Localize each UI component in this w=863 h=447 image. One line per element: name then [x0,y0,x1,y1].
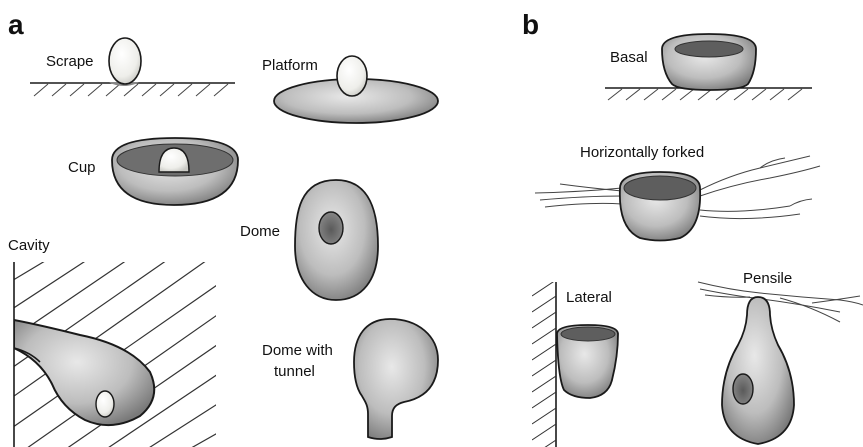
label-basal: Basal [610,49,648,66]
dome-nest [295,180,378,300]
cup-nest [112,138,238,205]
label-horizontally-forked: Horizontally forked [580,144,704,161]
label-cup: Cup [68,159,96,176]
label-dome-with-tunnel-line1: Dome with [262,342,333,359]
label-dome-with-tunnel-line2: tunnel [274,363,315,380]
basal-nest [605,34,812,100]
label-lateral: Lateral [566,289,612,306]
label-scrape: Scrape [46,53,94,70]
label-pensile: Pensile [743,270,792,287]
label-cavity: Cavity [8,237,50,254]
label-dome: Dome [240,223,280,240]
panel-b-letter: b [522,9,539,40]
cavity-nest [0,258,230,447]
panel-a-letter: a [8,9,24,40]
entrance-hole [319,212,343,244]
dome-with-tunnel-nest [354,319,438,439]
pensile-nest [698,282,863,444]
egg-icon [337,56,367,96]
entrance-hole [733,374,753,404]
egg-icon [96,391,114,417]
label-platform: Platform [262,57,318,74]
horizontally-forked-nest [535,156,820,241]
egg-icon [109,38,141,84]
